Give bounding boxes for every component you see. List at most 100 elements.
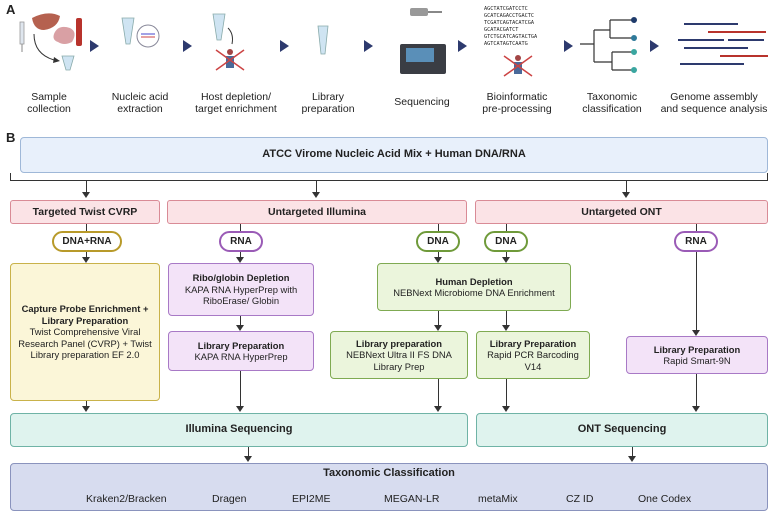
connector	[506, 379, 508, 407]
down-arrow-icon	[692, 406, 700, 412]
down-arrow-icon	[692, 330, 700, 336]
taxonomic-classification-box: Taxonomic Classification	[10, 463, 768, 511]
workflow-illustrations: AGCTATCGATCCTC GCATCAGACCTGACTC TCGATCAG…	[19, 6, 768, 77]
box-title: Library Preparation	[197, 339, 285, 351]
blood-tube-icon	[76, 18, 82, 46]
flow-arrow-icon	[183, 40, 192, 52]
connector	[438, 379, 440, 407]
magnifier-icon	[136, 24, 160, 48]
connector	[626, 181, 628, 194]
library-neb-box: Library preparation NEBNext Ultra II FS …	[330, 331, 468, 379]
library-tube-icon	[317, 25, 329, 55]
down-arrow-icon	[236, 257, 244, 263]
box-body: KAPA RNA HyperPrep	[194, 351, 288, 362]
down-arrow-icon	[434, 406, 442, 412]
bracket-end	[767, 173, 769, 181]
down-arrow-icon	[82, 257, 90, 263]
pill-rna: RNA	[219, 231, 263, 252]
box-body: Rapid PCR Barcoding V14	[487, 349, 579, 372]
connector	[632, 447, 634, 457]
liver-icon	[32, 13, 60, 30]
pill-dna: DNA	[416, 231, 460, 252]
flow-arrow-icon	[650, 40, 659, 52]
connector	[696, 224, 698, 232]
header-ont: Untargeted ONT	[475, 200, 768, 224]
header-twist: Targeted Twist CVRP	[10, 200, 160, 224]
connector	[240, 252, 242, 258]
extraction-tube-icon	[121, 17, 135, 45]
tool-label: MEGAN-LR	[384, 493, 440, 505]
connector	[86, 224, 88, 232]
box-title: Capture Probe Enrichment + Library Prepa…	[21, 303, 149, 326]
step-label: Host depletion/target enrichment	[195, 91, 277, 115]
human-depletion-box: Human Depletion NEBNext Microbiome DNA E…	[377, 263, 571, 311]
box-title: Human Depletion	[435, 275, 513, 287]
tool-label: CZ ID	[566, 493, 594, 505]
svg-text:AGTCATAGTCAATG: AGTCATAGTCAATG	[484, 41, 528, 47]
genome-assembly-icon	[678, 23, 768, 65]
connector	[506, 311, 508, 326]
sequencer-icon	[400, 8, 446, 74]
ont-sequencing-box: ONT Sequencing	[476, 413, 768, 447]
down-arrow-icon	[312, 192, 320, 198]
svg-text:GTCTGCATCAGTACTGA: GTCTGCATCAGTACTGA	[484, 34, 538, 40]
connector	[86, 252, 88, 258]
box-body: NEBNext Microbiome DNA Enrichment	[393, 287, 555, 298]
illumina-sequencing-box: Illumina Sequencing	[10, 413, 468, 447]
tool-label: One Codex	[638, 493, 692, 505]
connector	[86, 401, 88, 407]
capture-probe-box: Capture Probe Enrichment + Library Prepa…	[10, 263, 160, 401]
box-title: Library Preparation	[653, 343, 741, 355]
flow-arrow-icon	[90, 40, 99, 52]
input-sample-box: ATCC Virome Nucleic Acid Mix + Human DNA…	[20, 137, 768, 173]
header-illumina: Untargeted Illumina	[167, 200, 467, 224]
flow-arrow-icon	[280, 40, 289, 52]
svg-text:GCATCAGACCTGACTC: GCATCAGACCTGACTC	[484, 13, 534, 19]
connector	[506, 224, 508, 232]
down-arrow-icon	[502, 406, 510, 412]
svg-text:GCATACGATCT: GCATACGATCT	[484, 27, 518, 33]
tool-label: EPI2ME	[292, 493, 331, 505]
syringe-icon	[19, 21, 25, 52]
connector	[240, 224, 242, 232]
human-crossed-icon	[215, 49, 245, 71]
down-arrow-icon	[434, 325, 442, 331]
library-rapid-box: Library Preparation Rapid PCR Barcoding …	[476, 331, 590, 379]
connector	[248, 447, 250, 457]
curved-arrow-icon	[33, 33, 55, 61]
library-smart-box: Library Preparation Rapid Smart-9N	[626, 336, 768, 374]
connector	[316, 181, 318, 194]
down-arrow-icon	[434, 257, 442, 263]
tool-label: Dragen	[212, 493, 247, 505]
panel-letter-b: B	[6, 130, 16, 145]
connector	[240, 316, 242, 326]
svg-text:TCGATCAGTACATCGA: TCGATCAGTACATCGA	[484, 20, 535, 26]
down-arrow-icon	[244, 456, 252, 462]
connector	[696, 252, 698, 330]
brain-icon	[53, 26, 75, 44]
flow-arrow-icon	[564, 40, 573, 52]
down-arrow-icon	[82, 406, 90, 412]
connector	[438, 224, 440, 232]
box-title: Ribo/globin Depletion	[192, 272, 290, 284]
tool-label: metaMix	[478, 493, 518, 505]
pill-rna: RNA	[674, 231, 718, 252]
sample-tube-icon	[61, 55, 75, 71]
bracket-line	[10, 180, 768, 182]
down-arrow-icon	[236, 406, 244, 412]
down-arrow-icon	[628, 456, 636, 462]
down-arrow-icon	[622, 192, 630, 198]
down-arrow-icon	[236, 325, 244, 331]
connector	[438, 311, 440, 326]
sequence-text-icon: AGCTATCGATCCTC GCATCAGACCTGACTC TCGATCAG…	[484, 6, 538, 47]
box-body: Rapid Smart-9N	[663, 355, 731, 366]
box-title: Library Preparation	[489, 337, 577, 349]
box-body: KAPA RNA HyperPrep with RiboErase/ Globi…	[184, 283, 298, 307]
box-body: NEBNext Ultra II FS DNA Library Prep	[346, 349, 452, 372]
connector	[696, 374, 698, 407]
step-label: Sequencing	[394, 96, 450, 108]
down-arrow-icon	[502, 325, 510, 331]
pill-dna-rna: DNA+RNA	[52, 231, 122, 252]
